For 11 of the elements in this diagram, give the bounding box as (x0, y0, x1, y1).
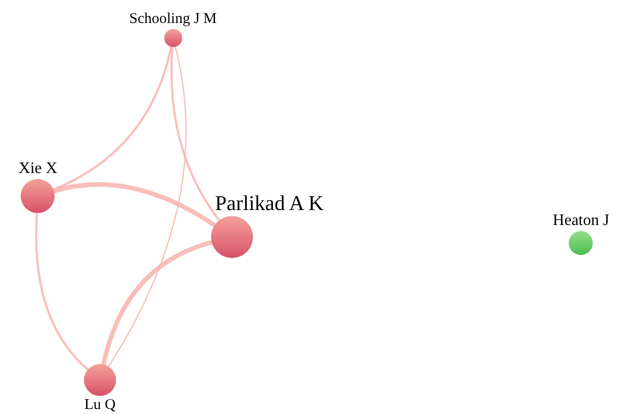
link-line (35, 212, 89, 371)
node-label: Lu Q (84, 396, 116, 414)
node-label: Parlikad A K (215, 191, 324, 216)
link-line (52, 46, 172, 191)
node-label: Schooling J M (129, 10, 217, 29)
link-line (52, 182, 217, 228)
link-line (108, 46, 187, 368)
link-line (170, 46, 220, 222)
link-line (101, 240, 214, 367)
node-label: Heaton J (552, 211, 610, 231)
node-label: Xie X (18, 159, 58, 179)
